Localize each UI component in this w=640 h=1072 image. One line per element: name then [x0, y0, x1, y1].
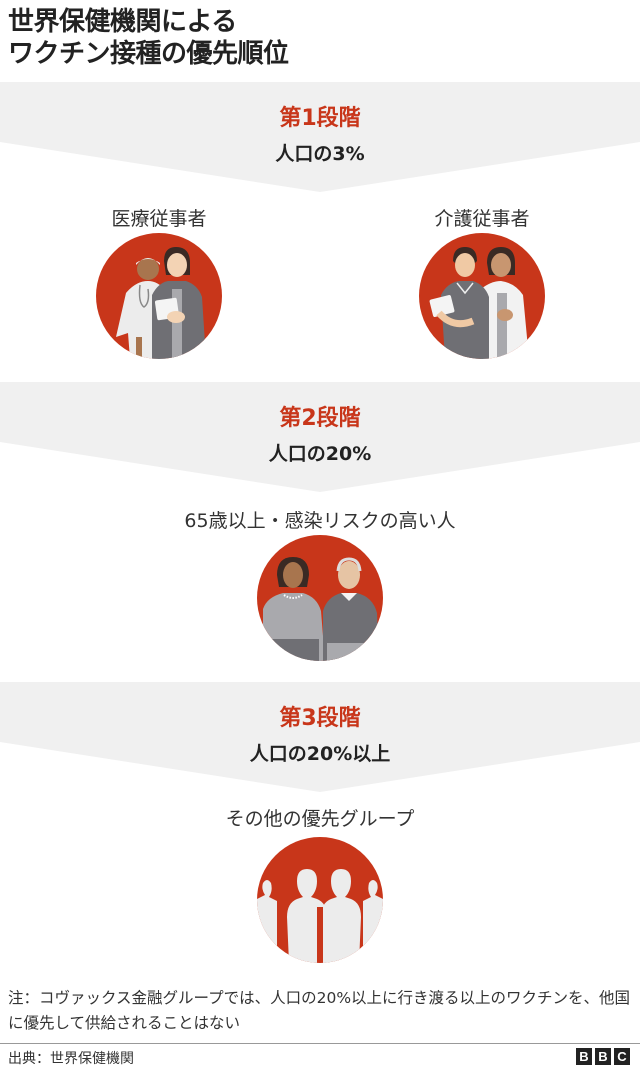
stage-3-population: 人口の20%以上: [249, 743, 391, 765]
healthcare-workers-icon: [96, 233, 222, 359]
footer-divider: [0, 1043, 640, 1044]
stage-1-label: 第1段階: [279, 106, 361, 131]
bbc-logo: B B C: [576, 1048, 630, 1065]
source-credit: 出典：世界保健機関: [8, 1051, 134, 1067]
title-line-1: 世界保健機関による: [8, 7, 237, 37]
stage-2-label: 第2段階: [279, 406, 361, 431]
bbc-logo-letter-2: B: [595, 1048, 611, 1065]
elderly-people-icon: [257, 535, 383, 661]
stage-3-band: [0, 682, 640, 792]
group-other-priority-label: その他の優先グループ: [225, 808, 415, 830]
page-title: 世界保健機関による ワクチン接種の優先順位: [8, 6, 289, 70]
people-silhouettes-icon: [257, 837, 383, 963]
stage-3-label: 第3段階: [279, 706, 361, 731]
bbc-logo-letter-3: C: [614, 1048, 630, 1065]
care-workers-icon: [419, 233, 545, 359]
stage-1-population: 人口の3%: [275, 143, 365, 165]
group-care-workers-label: 介護従事者: [434, 208, 530, 230]
bbc-logo-letter-1: B: [576, 1048, 592, 1065]
footnote: 注：コヴァックス金融グループでは、人口の20%以上に行き渡る以上のワクチンを、他…: [8, 989, 631, 1032]
group-elderly-label: 65歳以上・感染リスクの高い人: [184, 510, 456, 532]
stage-2-population: 人口の20%: [268, 443, 372, 465]
stage-1-band: [0, 82, 640, 192]
stage-2-band: [0, 382, 640, 492]
group-healthcare-workers-label: 医療従事者: [111, 208, 207, 230]
title-line-2: ワクチン接種の優先順位: [8, 39, 289, 69]
